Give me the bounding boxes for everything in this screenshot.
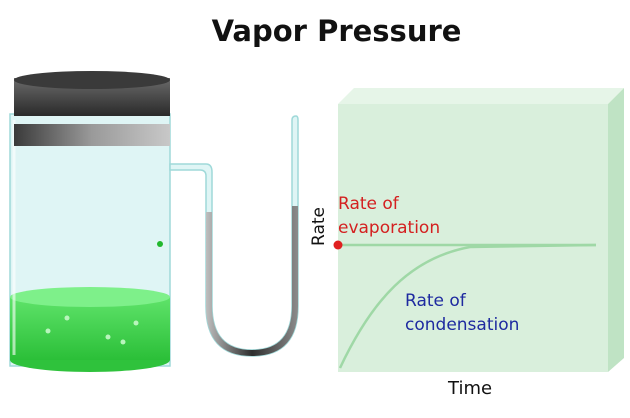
- liquid-molecule: [120, 339, 126, 345]
- u-tube: [169, 115, 299, 357]
- y-axis-label: Rate: [309, 207, 329, 246]
- condensation-label-line1: Rate of: [405, 291, 466, 311]
- manometer: [169, 115, 299, 357]
- liquid-surface: [10, 287, 170, 307]
- condensation-label: Rate of condensation: [405, 289, 519, 337]
- liquid-molecule: [45, 328, 51, 334]
- evaporation-label-line2: evaporation: [338, 218, 441, 238]
- evaporation-label-line1: Rate of: [338, 194, 399, 214]
- liquid-molecule: [133, 320, 139, 326]
- panel-side: [608, 88, 624, 372]
- liquid-molecule: [105, 334, 111, 340]
- condensation-label-line2: condensation: [405, 315, 520, 335]
- vapor-molecule: [157, 241, 163, 247]
- diagram-title: Vapor Pressure: [211, 14, 462, 48]
- lid-band: [14, 124, 170, 146]
- x-axis-label: Time: [448, 378, 493, 399]
- sealed-jar: [9, 71, 171, 372]
- condensation-curve: [338, 243, 597, 369]
- start-point: [333, 240, 343, 250]
- panel-top: [338, 88, 624, 104]
- manometer-fluid: [206, 206, 298, 356]
- lid-top: [14, 71, 170, 89]
- graph-panel: [333, 88, 624, 372]
- evaporation-label: Rate of evaporation: [338, 192, 440, 240]
- panel-front: [338, 104, 608, 372]
- liquid: [10, 297, 170, 360]
- liquid-molecule: [64, 315, 70, 321]
